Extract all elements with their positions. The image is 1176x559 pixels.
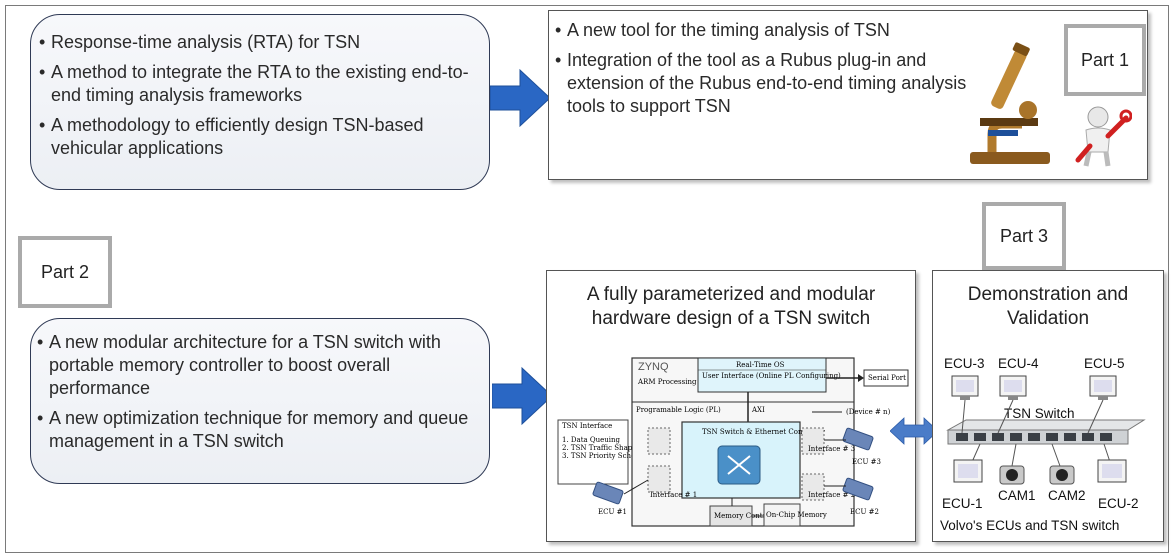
zynq-logo: ZYNQ [638, 361, 669, 373]
ecu-computer-icon [999, 375, 1027, 400]
ecu1-label: ECU-1 [942, 496, 983, 511]
tsn-switch-box-icon [946, 419, 1146, 445]
part2-bullet: A new modular architecture for a TSN swi… [37, 331, 475, 400]
part1-tool-panel: A new tool for the timing analysis of TS… [548, 10, 1148, 180]
cam1-label: CAM1 [998, 488, 1036, 503]
wrench-figure-icon [1075, 106, 1132, 167]
ecu-computer-icon [1089, 375, 1117, 400]
tsn-interface-item: 3. TSN Priority Scheduling [562, 452, 658, 460]
bidirectional-arrow [890, 417, 938, 445]
switch-controller-label: TSN Switch & Ethernet Controller [702, 428, 825, 436]
cam2-label: CAM2 [1048, 488, 1086, 503]
part2-arrow [492, 366, 553, 426]
ecu-computer-icon [1097, 459, 1127, 483]
figure-frame [5, 5, 1169, 553]
camera-icon [999, 465, 1025, 485]
ecu-computer-icon [953, 459, 983, 483]
part1-tool-bullets: A new tool for the timing analysis of TS… [555, 19, 975, 118]
interface-1-label: Interface # 1 [650, 491, 697, 499]
part1-bullet: Response-time analysis (RTA) for TSN [39, 31, 475, 54]
part1-summary-bubble: Response-time analysis (RTA) for TSN A m… [30, 14, 490, 190]
part2-bullet: A new optimization technique for memory … [37, 407, 475, 453]
ecu5-label: ECU-5 [1084, 356, 1125, 371]
hardware-panel-title: A fully parameterized and modular hardwa… [586, 284, 876, 329]
ecu-computer-icon [951, 375, 979, 400]
tsn-switch-label: TSN Switch [1004, 406, 1075, 421]
ecu1-board-label: ECU #1 [598, 508, 627, 516]
ecu3-label: ECU-3 [944, 356, 985, 371]
part2-tag: Part 2 [18, 236, 112, 308]
pl-label: Programable Logic (PL) [636, 406, 721, 414]
onchip-memory-label: On-Chip Memory [766, 511, 827, 519]
axi-label: AXI [751, 406, 765, 414]
demonstration-panel: Demonstration and Validation [932, 270, 1164, 542]
part1-bullet-list: Response-time analysis (RTA) for TSN A m… [39, 31, 475, 160]
demonstration-panel-title: Demonstration and Validation [967, 284, 1129, 329]
microscope-icon [970, 42, 1050, 164]
ecu2-board-label: ECU #2 [850, 508, 879, 516]
interface-3-label: Interface # 3 [808, 445, 855, 453]
ui-label: User Interface (Online PL Configuring) [702, 372, 841, 380]
memory-controller-label: Memory Controller [714, 512, 783, 520]
tsn-interface-item: 1. Data Queuing [562, 436, 621, 444]
ecu3-board-label: ECU #3 [852, 458, 881, 466]
demo-network-drawing [946, 375, 1146, 485]
camera-icon [1049, 465, 1075, 485]
tsn-switch-schematic: TSN Interface 1. Data Queuing 2. TSN Tra… [557, 357, 909, 527]
part3-tag: Part 3 [982, 202, 1066, 270]
part1-tool-bullet: Integration of the tool as a Rubus plug-… [555, 49, 975, 118]
ecu4-label: ECU-4 [998, 356, 1039, 371]
part1-bullet: A methodology to efficiently design TSN-… [39, 114, 475, 160]
part2-bullet-list: A new modular architecture for a TSN swi… [37, 331, 475, 453]
device-n-label: (Device # n) [846, 408, 891, 416]
ecu2-label: ECU-2 [1098, 496, 1139, 511]
tsn-interface-label: TSN Interface [562, 422, 612, 430]
demo-caption: Volvo's ECUs and TSN switch [940, 518, 1120, 533]
serial-port-label: Serial Port [868, 374, 906, 382]
part1-bullet: A method to integrate the RTA to the exi… [39, 61, 475, 107]
rtos-label: Real-Time OS [736, 361, 785, 369]
interface-2-label: Interface # 2 [808, 491, 855, 499]
part1-tool-bullet: A new tool for the timing analysis of TS… [555, 19, 975, 42]
arm-ps-label: ARM Processing System (PS) [637, 378, 742, 386]
part2-summary-bubble: A new modular architecture for a TSN swi… [30, 318, 490, 484]
part1-arrow [490, 68, 551, 128]
part1-tag: Part 1 [1064, 24, 1146, 96]
tsn-interface-item: 2. TSN Traffic Shaper [562, 444, 640, 452]
